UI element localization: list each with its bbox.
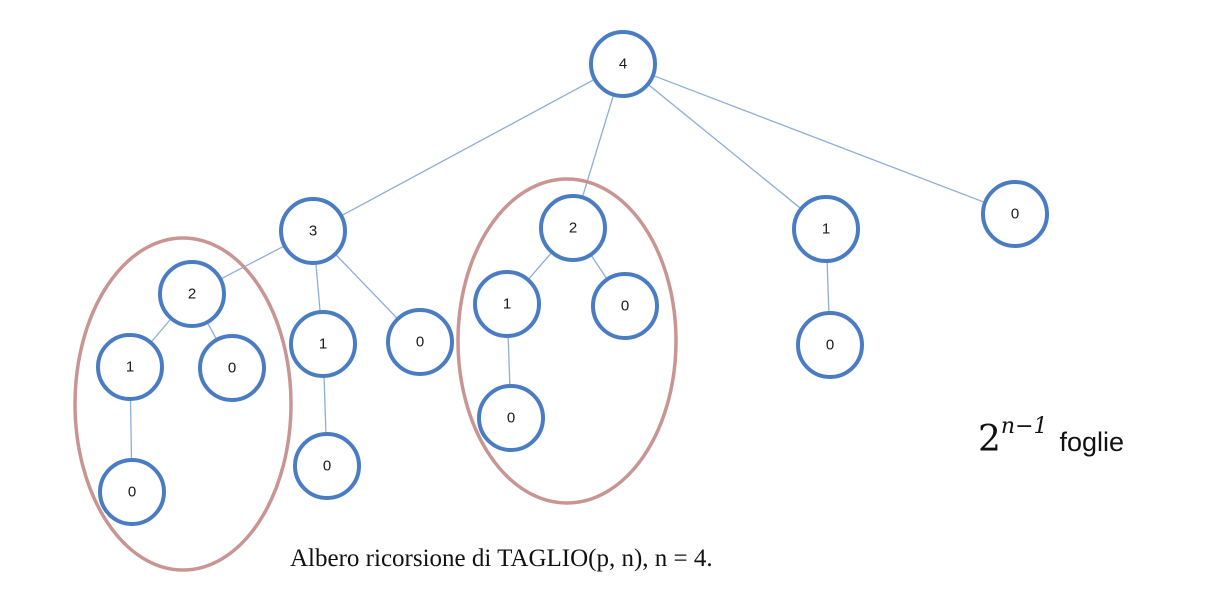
tree-node-circle <box>198 334 266 402</box>
tree-node-circle <box>98 458 166 526</box>
tree-edge <box>323 375 327 435</box>
tree-node-label: 0 <box>128 484 136 501</box>
formula-base: 2 <box>978 419 1001 460</box>
tree-node-label: 1 <box>319 336 327 353</box>
tree-node-circle <box>158 260 226 328</box>
tree-node-circle <box>386 308 454 376</box>
tree-node-circle <box>293 432 361 500</box>
tree-node-circle <box>792 195 860 263</box>
tree-node: 0 <box>981 180 1049 248</box>
tree-node-label: 0 <box>228 360 236 377</box>
tree-edge <box>652 74 986 204</box>
tree-node-label: 2 <box>188 286 196 303</box>
tree-edge <box>150 317 172 344</box>
tree-node: 0 <box>98 458 166 526</box>
tree-node: 3 <box>279 197 347 265</box>
tree-edge <box>206 321 218 341</box>
tree-node-label: 0 <box>507 410 515 427</box>
tree-node-circle <box>981 180 1049 248</box>
tree-node-circle <box>289 310 357 378</box>
tree-node-label: 0 <box>621 298 629 315</box>
tree-node-label: 1 <box>503 296 511 313</box>
tree-edge <box>334 253 399 320</box>
tree-edge <box>220 245 285 280</box>
tree-node-circle <box>96 333 164 401</box>
tree-edge <box>129 398 133 461</box>
tree-node: 1 <box>289 310 357 378</box>
subtree-highlight-ellipse <box>73 236 293 572</box>
tree-edge <box>340 78 596 217</box>
tree-node: 2 <box>539 194 607 262</box>
tree-edge <box>527 251 553 281</box>
tree-edge <box>507 335 511 387</box>
tree-node: 1 <box>96 333 164 401</box>
tree-node: 2 <box>158 260 226 328</box>
tree-node-circle <box>539 194 607 262</box>
tree-edge <box>647 83 802 210</box>
tree-node-label: 0 <box>323 458 331 475</box>
tree-node-label: 4 <box>619 56 627 73</box>
tree-node: 0 <box>477 384 545 452</box>
tree-node-label: 3 <box>309 223 317 240</box>
tree-node: 0 <box>796 311 864 379</box>
tree-node-circle <box>589 30 657 98</box>
tree-node-circle <box>591 272 659 340</box>
tree-node: 0 <box>198 334 266 402</box>
tree-node: 0 <box>386 308 454 376</box>
tree-node-label: 0 <box>1011 206 1019 223</box>
subtree-highlights <box>73 177 678 572</box>
subtree-highlight-ellipse <box>456 177 678 505</box>
tree-node: 0 <box>293 432 361 500</box>
tree-edges <box>129 74 986 461</box>
tree-node-label: 1 <box>822 221 830 238</box>
tree-nodes: 4 3 2 1 0 0 1 0 0 2 1 0 0 1 0 0 <box>96 30 1049 526</box>
tree-node: 1 <box>473 270 541 338</box>
tree-node-label: 1 <box>126 359 134 376</box>
tree-node-circle <box>279 197 347 265</box>
tree-node: 1 <box>792 195 860 263</box>
tree-node-circle <box>473 270 541 338</box>
tree-edge <box>590 254 608 280</box>
formula-exponent: n−1 <box>1000 414 1048 439</box>
tree-edge <box>826 260 830 314</box>
tree-node: 0 <box>591 272 659 340</box>
tree-node-circle <box>796 311 864 379</box>
leaf-count-formula: 2n−1 foglie <box>978 414 1124 460</box>
tree-node-label: 0 <box>826 337 834 354</box>
tree-node-circle <box>477 384 545 452</box>
tree-node-label: 0 <box>416 334 424 351</box>
tree-node-label: 2 <box>569 220 577 237</box>
tree-node: 4 <box>589 30 657 98</box>
diagram-caption: Albero ricorsione di TAGLIO(p, n), n = 4… <box>290 545 713 572</box>
tree-edge <box>315 262 321 313</box>
formula-word: foglie <box>1059 427 1125 457</box>
